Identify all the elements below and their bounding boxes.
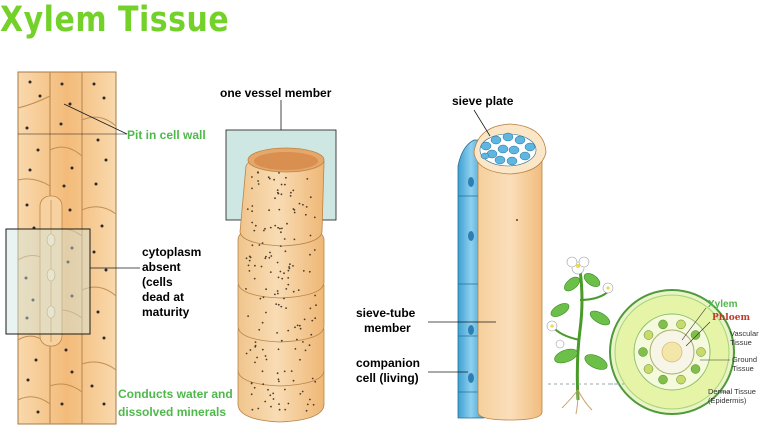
tracheid-cells bbox=[5, 71, 140, 425]
cs-vascular-label-line2: Tissue bbox=[730, 338, 752, 347]
cs-dermal-label: Dermal Tissue bbox=[708, 387, 756, 396]
cs-xylem-label: Xylem bbox=[708, 299, 738, 310]
cs-vascular-label: Vascular bbox=[730, 329, 759, 338]
cs-dermal-label-line2: (Epidermis) bbox=[708, 396, 747, 405]
page-title: Xylem Tissue bbox=[0, 0, 230, 41]
conducts-label: Conducts water and bbox=[118, 387, 233, 401]
vessel-column bbox=[225, 100, 337, 423]
conducts-label-line2: dissolved minerals bbox=[118, 405, 227, 419]
vessel-member-label: one vessel member bbox=[220, 86, 332, 100]
sieve-tube-member bbox=[428, 109, 547, 421]
sieve-tube-label-line2: member bbox=[364, 321, 411, 335]
companion-label: companion bbox=[356, 356, 421, 370]
stem-cross-section bbox=[609, 289, 735, 415]
cs-ground-label: Ground bbox=[732, 355, 758, 364]
cytoplasm-label-line5: maturity bbox=[142, 305, 190, 319]
cytoplasm-label-line3: (cells bbox=[142, 275, 173, 289]
cytoplasm-label-line2: absent bbox=[142, 260, 181, 274]
plant-illustration bbox=[546, 256, 618, 415]
cs-phloem-label: Phloem bbox=[712, 313, 750, 323]
sieve-plate-label: sieve plate bbox=[452, 94, 514, 108]
companion-label-line2: cell (living) bbox=[356, 371, 419, 385]
sieve-tube-label: sieve-tube bbox=[356, 306, 416, 320]
pit-label: Pit in cell wall bbox=[127, 128, 206, 142]
cytoplasm-label: cytoplasm bbox=[142, 245, 202, 259]
cs-ground-label-line2: Tissue bbox=[732, 364, 754, 373]
cytoplasm-label-line4: dead at bbox=[142, 290, 185, 304]
